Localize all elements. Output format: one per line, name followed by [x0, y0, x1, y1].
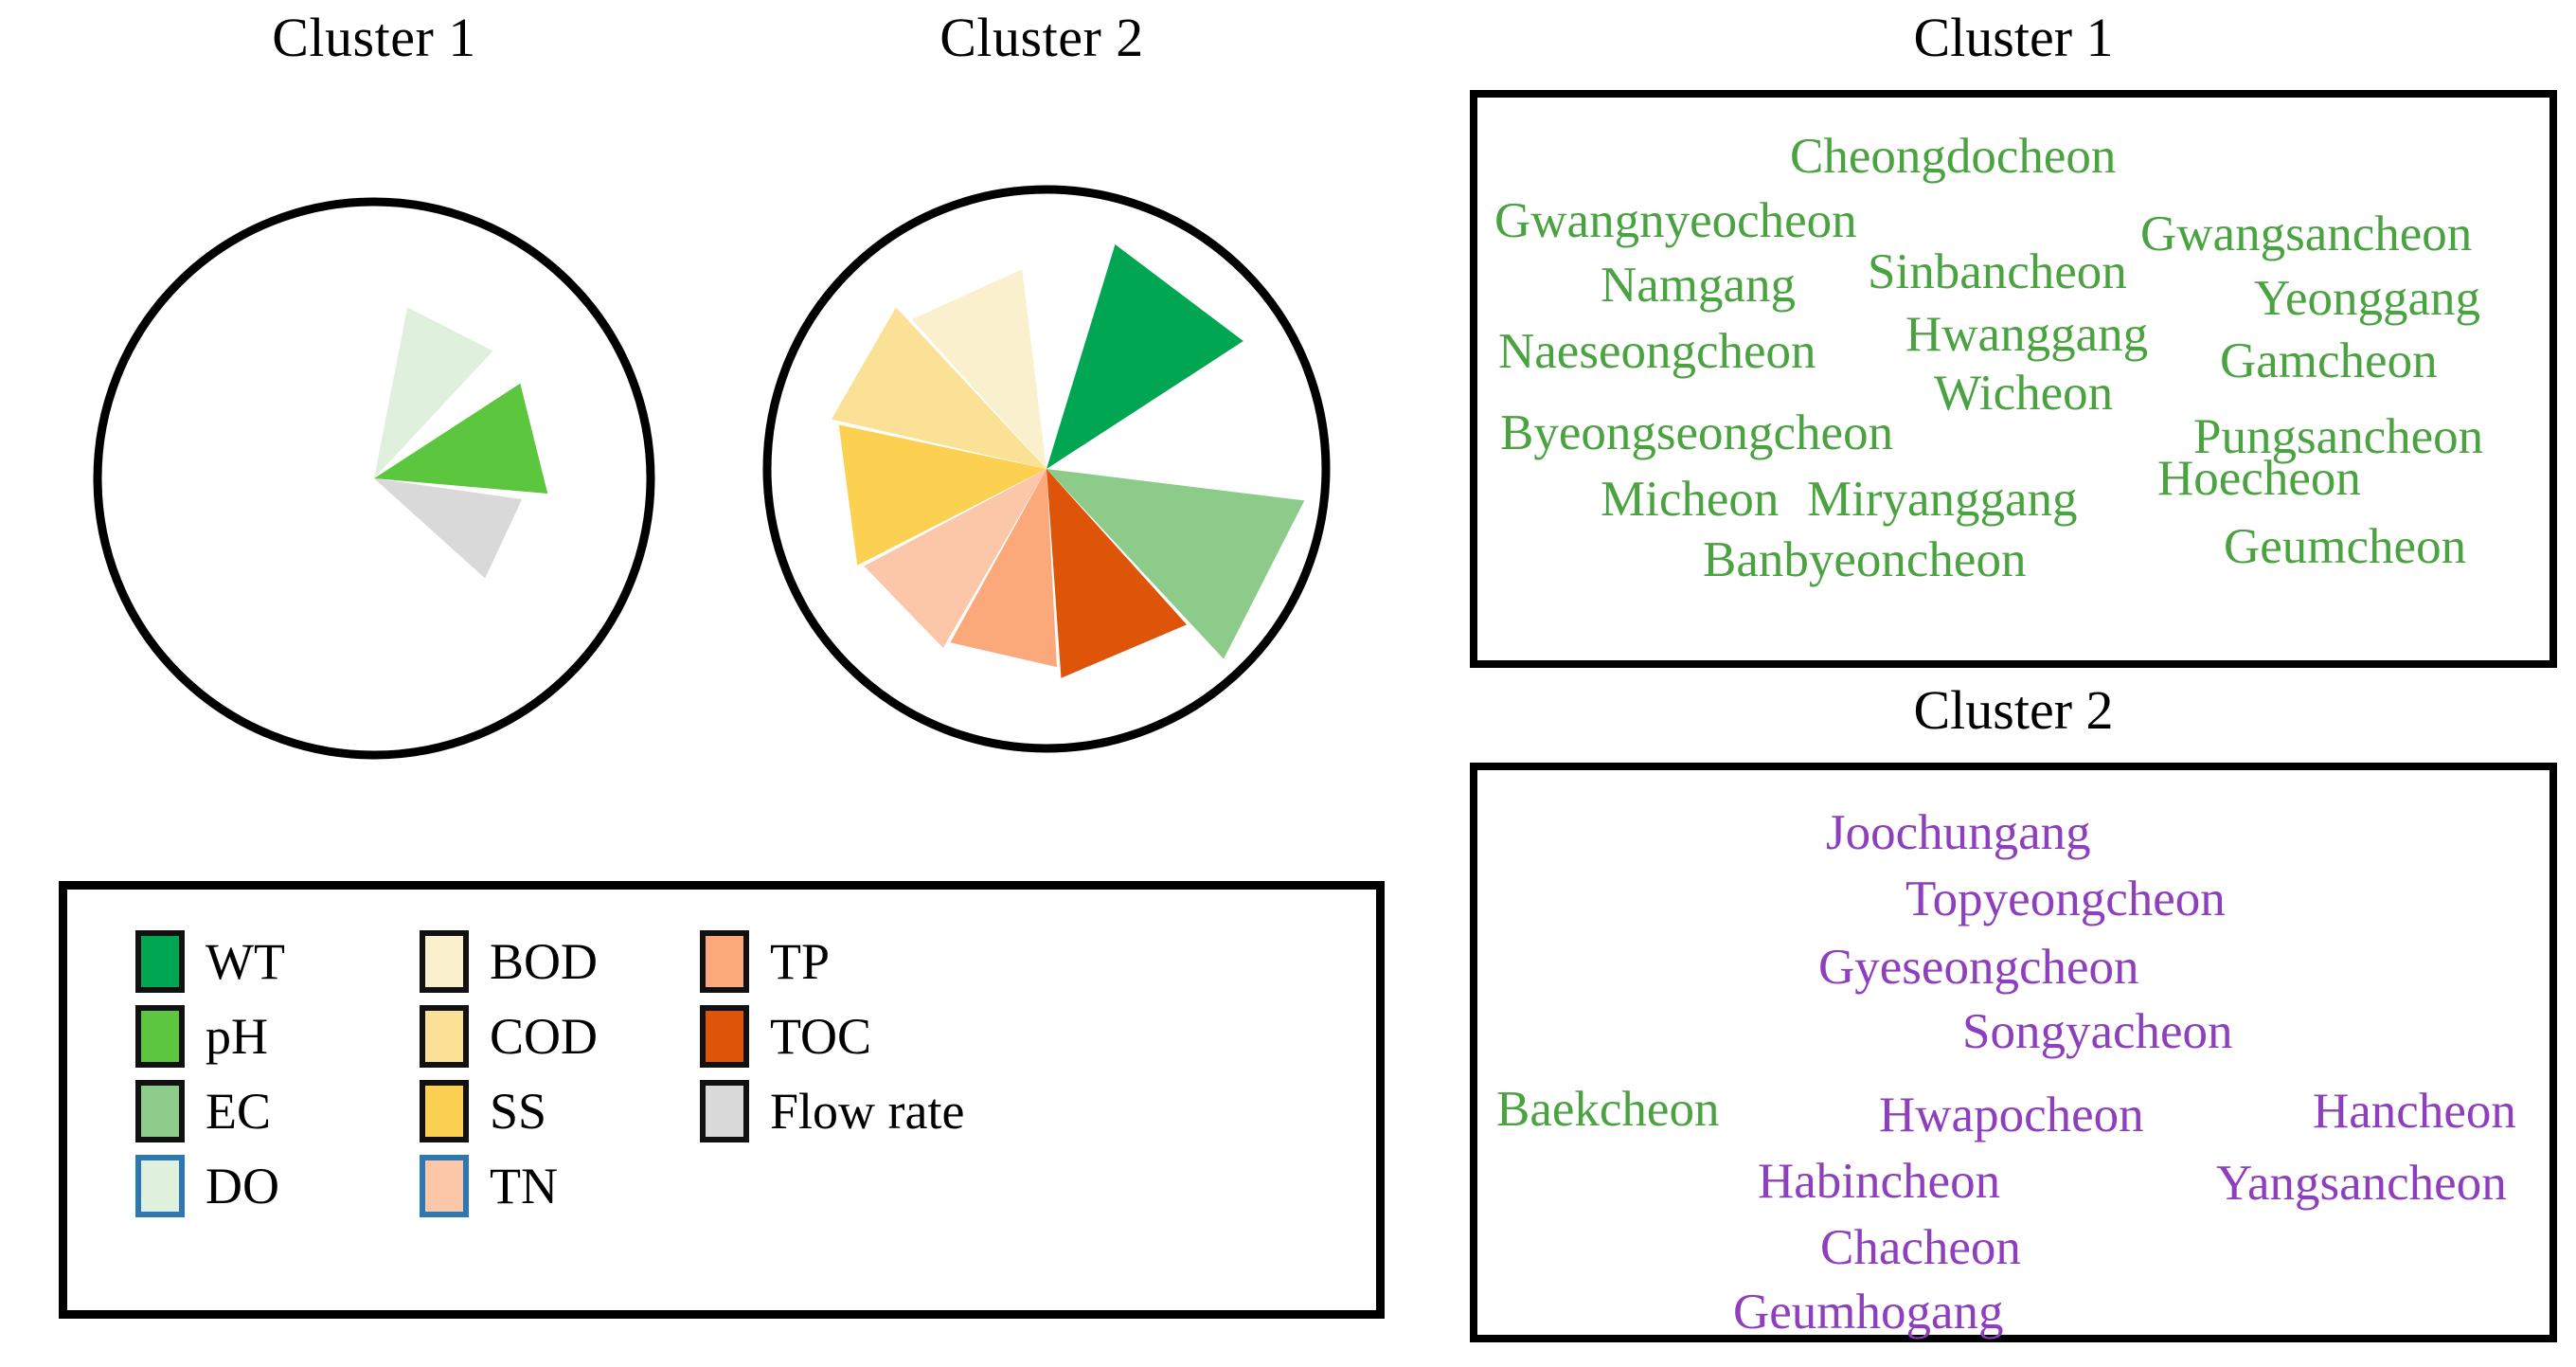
pie-slice-do: [374, 307, 493, 478]
cluster-1-river-name: Naeseongcheon: [1498, 324, 1816, 379]
legend-swatch-tp-icon: [700, 929, 749, 993]
cluster-1-river-name: Namgang: [1601, 258, 1797, 313]
pie-1-slices: [374, 307, 548, 579]
cluster-2-river-name: Songyacheon: [1962, 1004, 2233, 1059]
legend-swatch-wt-icon: [135, 929, 185, 993]
cluster-1-river-name: Hoecheon: [2157, 451, 2361, 506]
legend-swatch-ss-icon: [420, 1079, 469, 1142]
legend-label: COD: [490, 1007, 599, 1065]
cluster-1-river-name: Gwangsancheon: [2140, 207, 2473, 261]
cluster-1-namebox-title: Cluster 1: [1913, 7, 2114, 68]
cluster-1-river-name: Sinbancheon: [1868, 244, 2127, 299]
legend-item-ec[interactable]: EC: [135, 1073, 420, 1148]
legend-label: Flow rate: [770, 1082, 965, 1140]
pie-slice-toc: [1046, 469, 1188, 678]
legend-empty-cell: [700, 1148, 1376, 1223]
cluster-1-river-name: Yeonggang: [2254, 271, 2481, 326]
legend-label: EC: [206, 1082, 272, 1140]
cluster-2-river-name: Geumhogang: [1733, 1285, 2004, 1340]
legend-item-bod[interactable]: BOD: [420, 924, 700, 998]
legend-item-do[interactable]: DO: [135, 1148, 420, 1223]
legend-swatch-ec-icon: [135, 1079, 185, 1142]
cluster-1-river-name: Micheon: [1601, 472, 1780, 527]
cluster-1-river-name: Banbyeoncheon: [1703, 532, 2027, 587]
cluster-2-river-name: Chacheon: [1820, 1220, 2021, 1275]
cluster-1-river-name: Hwanggang: [1905, 307, 2149, 362]
legend-item-ph[interactable]: pH: [135, 998, 420, 1073]
legend-item-toc[interactable]: TOC: [700, 998, 1376, 1073]
legend-swatch-ph-icon: [135, 1004, 185, 1068]
cluster-1-river-name: Wicheon: [1934, 366, 2114, 421]
cluster-2-river-name: Gyeseongcheon: [1818, 940, 2139, 995]
pie-slice-wt: [1046, 244, 1243, 469]
cluster-1-river-name: Pungsancheon: [2193, 409, 2484, 464]
pie-chart-1-title: Cluster 1: [272, 7, 476, 68]
legend-item-cod[interactable]: COD: [420, 998, 700, 1073]
legend-label: TP: [770, 932, 831, 990]
cluster-2-river-name: Baekcheon: [1496, 1082, 1720, 1137]
legend-swatch-do-icon: [135, 1154, 185, 1217]
cluster-1-river-name: Cheongdocheon: [1790, 129, 2117, 184]
pie-2-slices: [831, 244, 1305, 678]
pie-chart-cluster-2: [724, 147, 1368, 791]
legend-label: SS: [490, 1082, 547, 1140]
cluster-1-river-name: Gwangnyeocheon: [1494, 193, 1857, 248]
cluster-2-river-name: Joochungang: [1826, 805, 2091, 860]
pie-chart-cluster-1: [57, 161, 691, 796]
cluster-1-river-name: Geumcheon: [2224, 519, 2467, 574]
pie-slice-tp: [950, 469, 1057, 668]
legend-label: TOC: [770, 1007, 872, 1065]
pie-slice-tn: [864, 469, 1046, 649]
legend-label: WT: [206, 932, 285, 990]
cluster-2-river-name: Topyeongcheon: [1905, 872, 2226, 926]
cluster-2-river-name: Hwapocheon: [1879, 1088, 2144, 1142]
pie-slice-ph: [374, 383, 548, 495]
cluster-2-river-name: Habincheon: [1758, 1154, 2001, 1209]
cluster-1-river-name: Miryanggang: [1807, 472, 2078, 527]
pie-2-svg: [762, 185, 1331, 753]
pie-slice-bod: [911, 269, 1046, 469]
legend-swatch-cod-icon: [420, 1004, 469, 1068]
legend-label: BOD: [490, 932, 599, 990]
cluster-2-namebox-title: Cluster 2: [1913, 679, 2114, 741]
cluster-1-river-name: Byeongseongcheon: [1500, 405, 1894, 460]
pie-slice-ss: [838, 424, 1046, 566]
pie-slice-flow-rate: [374, 478, 523, 579]
legend-label: DO: [206, 1157, 279, 1214]
pie-slice-ec: [1046, 469, 1305, 659]
cluster-2-river-name: Yangsancheon: [2216, 1156, 2507, 1211]
legend-item-tn[interactable]: TN: [420, 1148, 700, 1223]
legend-swatch-toc-icon: [700, 1004, 749, 1068]
legend-item-wt[interactable]: WT: [135, 924, 420, 998]
legend-label: TN: [490, 1157, 558, 1214]
legend-swatch-tn-icon: [420, 1154, 469, 1217]
pie-1-svg: [93, 197, 655, 760]
legend-item-flow-rate[interactable]: Flow rate: [700, 1073, 1376, 1148]
cluster-1-river-name: Gamcheon: [2220, 333, 2438, 388]
legend-swatch-flow-rate-icon: [700, 1079, 749, 1142]
pie-slice-cod: [831, 307, 1046, 469]
legend-label: pH: [206, 1007, 268, 1065]
legend-item-ss[interactable]: SS: [420, 1073, 700, 1148]
legend-swatch-bod-icon: [420, 929, 469, 993]
cluster-2-river-name: Hancheon: [2313, 1084, 2516, 1139]
legend-item-tp[interactable]: TP: [700, 924, 1376, 998]
pie-chart-2-title: Cluster 2: [939, 7, 1144, 68]
